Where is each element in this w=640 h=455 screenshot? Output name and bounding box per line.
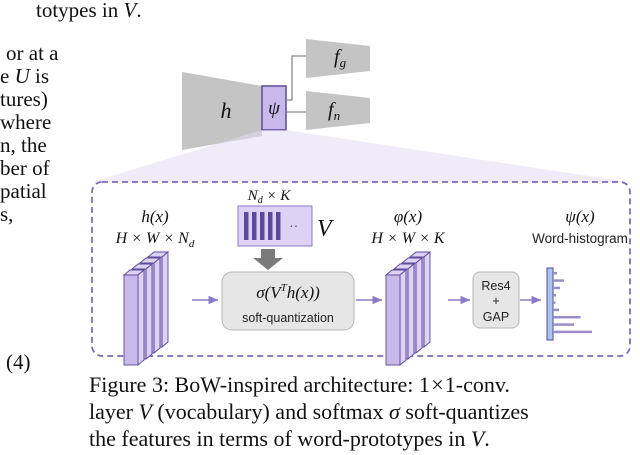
head-fg xyxy=(306,39,370,78)
phi-slab-side xyxy=(415,257,423,354)
paragraph-line-8: s, xyxy=(0,202,14,226)
detail-container xyxy=(91,181,631,357)
paragraph-line-6: ber of xyxy=(0,156,50,180)
phi-dims: H × W × K xyxy=(370,230,445,247)
vocab-block xyxy=(237,205,313,247)
psi-block xyxy=(261,85,287,131)
quant-subtitle: soft-quantization xyxy=(242,311,334,325)
gap-label: GAP xyxy=(483,310,509,324)
caption-line-3: the features in terms of word-prototypes… xyxy=(89,426,490,451)
word-histogram xyxy=(546,267,592,341)
histogram-bar xyxy=(553,316,581,319)
hx-slab-side xyxy=(137,269,145,366)
top-text-tail: . xyxy=(136,0,142,22)
phi-slab-side xyxy=(407,263,415,360)
backbone-shape xyxy=(182,72,262,150)
top-math-v: V xyxy=(123,0,137,22)
vocab-bar xyxy=(260,212,265,240)
res4-label: Res4 xyxy=(481,279,510,293)
paragraph-line-4: where xyxy=(0,110,52,134)
caption-line-1: Figure 3: BoW-inspired architecture: 1×1… xyxy=(89,372,510,397)
paragraph-line-7: patial xyxy=(0,179,47,203)
hx-dims: H × W × Nd xyxy=(115,230,195,250)
head-fn-label: fn xyxy=(328,99,340,123)
res-plus-label: + xyxy=(492,294,499,308)
vocab-bar xyxy=(252,212,257,240)
histogram-title: Word-histogram xyxy=(532,231,628,246)
histogram-bar xyxy=(553,286,560,290)
soft-quantization-box xyxy=(221,271,355,331)
phi-feature-stack xyxy=(384,251,432,366)
histogram-bar xyxy=(553,308,559,312)
histogram-axis xyxy=(546,267,554,341)
histogram-bar xyxy=(553,330,592,334)
caption-line-2: layer V (vocabulary) and softmax σ soft-… xyxy=(89,399,529,424)
paragraph-line-5: n, the xyxy=(0,133,47,157)
phi-slab-side xyxy=(399,269,407,366)
quant-formula: σ(VTh(x)) xyxy=(256,282,320,302)
res4-gap-box xyxy=(472,271,520,329)
hx-label: h(x) xyxy=(141,207,169,226)
top-text-line: totypes in V. xyxy=(36,0,142,22)
vocab-dots: ·· xyxy=(289,217,298,233)
hx-slab-side xyxy=(161,251,169,348)
psi-label: ψ xyxy=(268,98,281,119)
vocab-bar xyxy=(244,212,249,240)
phi-slab-side xyxy=(423,251,431,348)
histogram-bar xyxy=(553,323,574,326)
histogram-bar xyxy=(553,301,556,304)
hx-slab-side xyxy=(145,263,153,360)
histogram-bar xyxy=(553,272,557,275)
vocab-bar xyxy=(268,212,273,240)
head-fn xyxy=(306,91,370,130)
backbone-label: h xyxy=(221,98,232,123)
phi-slab xyxy=(385,274,401,366)
histogram-bar xyxy=(553,279,564,282)
zoom-fan xyxy=(92,130,628,182)
phi-label: φ(x) xyxy=(394,207,423,226)
psix-label: ψ(x) xyxy=(565,207,595,226)
vocab-dims: Nd × K xyxy=(247,188,292,206)
down-arrow xyxy=(253,249,283,270)
connector-top xyxy=(286,55,306,101)
hx-slab-side xyxy=(153,257,161,354)
paragraph-line-1: or at a xyxy=(6,41,59,65)
vocab-bar xyxy=(276,212,281,240)
head-fg-label: fg xyxy=(334,46,347,70)
hx-feature-stack xyxy=(122,251,170,366)
top-text: totypes in xyxy=(36,0,124,22)
equation-number: (4) xyxy=(6,350,31,374)
paragraph-line-3: tures) xyxy=(0,87,48,111)
hx-slab xyxy=(123,274,139,366)
vocab-bars xyxy=(244,212,281,240)
paragraph-line-2: e U is xyxy=(0,64,50,88)
vocab-label: V xyxy=(317,216,334,242)
histogram-bar xyxy=(553,294,556,297)
